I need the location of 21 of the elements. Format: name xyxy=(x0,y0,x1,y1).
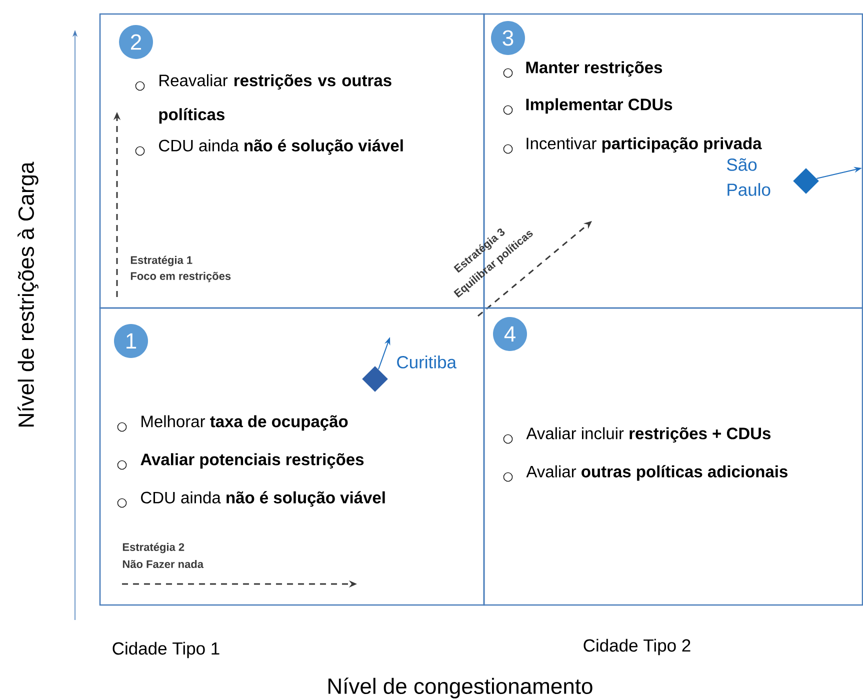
axis-title: Nível de restrições à Carga xyxy=(18,162,38,426)
bullet-text: Avaliar incluir restrições + CDUs xyxy=(526,427,770,443)
strategy-label: Não Fazer nada xyxy=(122,560,204,568)
strategy-label: Estratégia 1 xyxy=(130,256,192,266)
axis-title: Nível de congestionamento xyxy=(328,678,592,698)
bullet-text: Avaliar outras políticas adicionais xyxy=(526,465,788,481)
strategy-label: Estratégia 2 xyxy=(122,542,184,554)
strategy-label: Foco em restrições xyxy=(130,272,231,282)
bullet-text: CDU ainda não é solução viável xyxy=(141,491,385,507)
category-label: Cidade Tipo 2 xyxy=(584,638,690,656)
bullet-text: Implementar CDUs xyxy=(526,98,672,114)
bullet-text: Incentivar participação privada xyxy=(526,137,762,153)
bullet-text: Melhorar taxa de ocupação xyxy=(142,415,348,431)
bullet-text: Avaliar potenciais restrições xyxy=(140,453,364,469)
bullet-text: CDU ainda não é solução viável xyxy=(159,139,403,155)
diamond-marker xyxy=(793,168,819,194)
bullet-text: Manter restrições xyxy=(526,61,662,77)
city-label: Curitiba xyxy=(397,356,456,368)
city-label: São Paulo xyxy=(727,158,770,196)
category-label: Cidade Tipo 1 xyxy=(112,642,220,658)
diamond-marker xyxy=(362,366,388,392)
